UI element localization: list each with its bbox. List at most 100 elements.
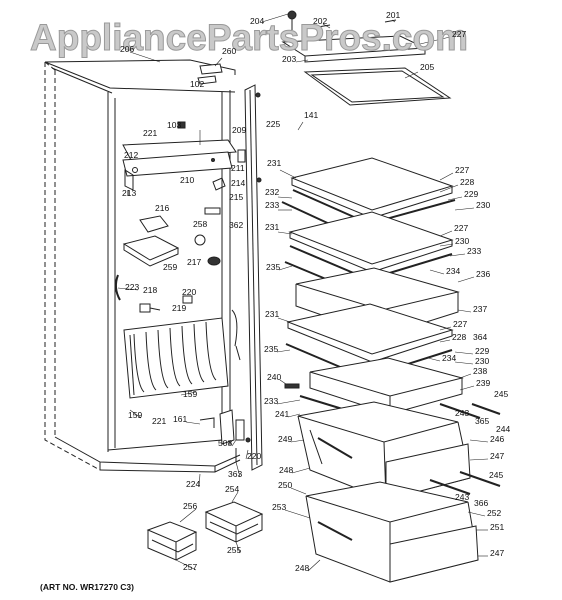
part-label-229: 229 [464,189,478,199]
part-label-201: 201 [386,10,400,20]
part-label-241: 241 [275,409,289,419]
part-label-248: 248 [279,465,293,475]
part-label-212: 212 [124,150,138,160]
part-label-243: 243 [455,408,469,418]
part-label-250: 250 [278,480,292,490]
small-parts-top [124,63,246,215]
part-label-231: 231 [265,222,279,232]
cabinet-liner [44,59,241,473]
part-label-233: 233 [467,246,481,256]
part-label-214: 214 [231,178,245,188]
part-label-203: 203 [282,54,296,64]
part-label-237: 237 [473,304,487,314]
part-label-218: 218 [143,285,157,295]
part-label-103: 103 [167,120,181,130]
part-label-227: 227 [454,223,468,233]
part-label-235: 235 [264,344,278,354]
control-housing [122,130,237,177]
part-label-233: 233 [265,200,279,210]
part-label-230: 230 [455,236,469,246]
part-label-251: 251 [490,522,504,532]
part-label-236: 236 [476,269,490,279]
door-strip-225 [244,84,263,471]
part-label-245: 245 [494,389,508,399]
part-label-238: 238 [473,366,487,376]
crisper-pan-left [146,521,198,561]
part-label-223: 223 [125,282,139,292]
part-label-239: 239 [476,378,490,388]
part-label-362: 362 [229,220,243,230]
part-label-227: 227 [452,29,466,39]
part-label-365: 365 [475,416,489,426]
part-label-247: 247 [490,451,504,461]
part-label-219: 219 [172,303,186,313]
light-assembly [122,215,221,267]
part-label-232: 232 [265,187,279,197]
part-label-205: 205 [420,62,434,72]
part-label-204: 204 [250,16,264,26]
part-label-246: 246 [490,434,504,444]
part-label-230: 230 [475,356,489,366]
part-label-210: 210 [180,175,194,185]
part-label-231: 231 [265,309,279,319]
part-label-245: 245 [489,470,503,480]
part-label-260: 260 [222,46,236,56]
part-label-202: 202 [313,16,327,26]
shelf-stack [281,157,501,583]
part-label-227: 227 [453,319,467,329]
evaporator-coil [123,309,241,399]
part-label-227: 227 [455,165,469,175]
part-label-243: 243 [455,492,469,502]
part-label-224: 224 [186,479,200,489]
part-label-229: 229 [475,346,489,356]
part-label-366: 366 [474,498,488,508]
part-label-220: 220 [182,287,196,297]
part-label-258: 258 [193,219,207,229]
part-label-252: 252 [487,508,501,518]
part-label-215: 215 [229,192,243,202]
part-label-206: 206 [120,44,134,54]
part-label-213: 213 [122,188,136,198]
part-label-141: 141 [304,110,318,120]
crisper-pan-right [204,501,264,543]
part-label-159: 159 [183,389,197,399]
part-label-225: 225 [266,119,280,129]
part-label-257: 257 [183,562,197,572]
part-label-364: 364 [473,332,487,342]
clips [114,274,193,313]
part-label-254: 254 [225,484,239,494]
part-label-230: 230 [476,200,490,210]
watermark: AppliancePartsPros.com [30,17,468,58]
part-label-259: 259 [163,262,177,272]
part-label-231: 231 [267,158,281,168]
part-label-244: 244 [496,424,510,434]
part-label-228: 228 [452,332,466,342]
part-label-255: 255 [227,545,241,555]
part-label-253: 253 [272,502,286,512]
part-label-102: 102 [190,79,204,89]
part-label-235: 235 [266,262,280,272]
part-label-216: 216 [155,203,169,213]
part-label-217: 217 [187,257,201,267]
part-label-234: 234 [442,353,456,363]
part-label-220: 220 [247,451,261,461]
part-label-209: 209 [232,125,246,135]
part-label-247: 247 [490,548,504,558]
part-label-240: 240 [267,372,281,382]
hinge [199,409,251,462]
leader-lines [117,13,489,572]
part-label-233: 233 [264,396,278,406]
part-label-159: 159 [128,410,142,420]
part-label-234: 234 [446,266,460,276]
top-shelf [281,10,452,106]
part-labels: 204 202 201 227 206 260 203 205 102 103 221 225 141 2… [120,10,510,573]
part-label-248: 248 [295,563,309,573]
part-label-249: 249 [278,434,292,444]
part-label-228: 228 [460,177,474,187]
part-label-221: 221 [152,416,166,426]
part-label-363: 363 [228,469,242,479]
part-label-161: 161 [173,414,187,424]
part-label-256: 256 [183,501,197,511]
part-label-508: 508 [218,438,232,448]
